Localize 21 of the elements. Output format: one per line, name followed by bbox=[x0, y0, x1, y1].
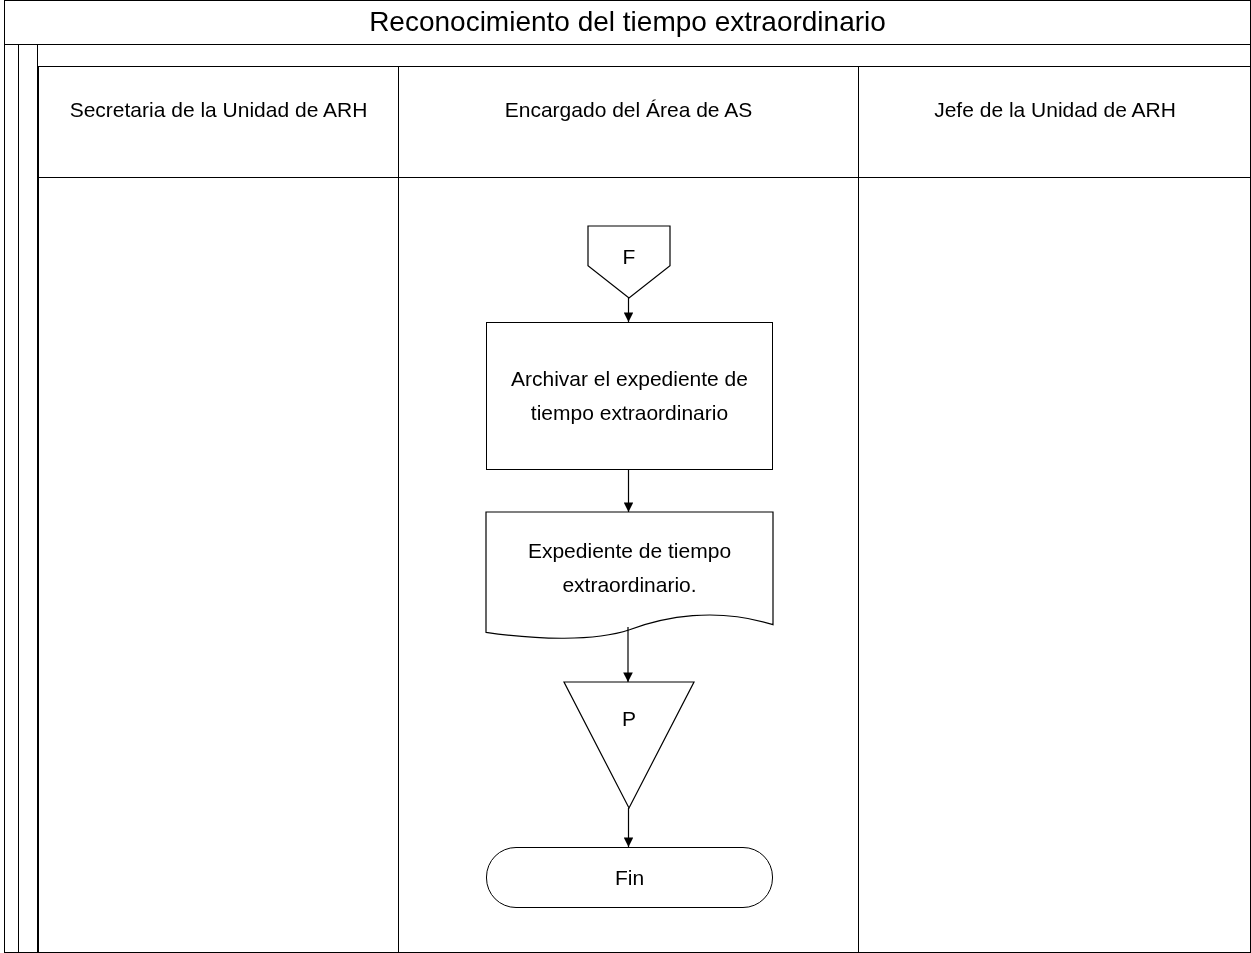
shape-label: P bbox=[621, 706, 637, 732]
arrow bbox=[623, 626, 633, 683]
swimlane bbox=[858, 67, 1251, 953]
diagram-title: Reconocimiento del tiempo extraordinario bbox=[4, 0, 1251, 45]
archive-triangle bbox=[564, 682, 694, 808]
swimlane bbox=[38, 67, 398, 953]
shape-label: Expediente de tiempo extraordinario. bbox=[526, 538, 733, 598]
process-box bbox=[486, 322, 773, 470]
shape-label: F bbox=[621, 244, 637, 270]
document-shape bbox=[486, 512, 773, 640]
lane-header: Encargado del Área de AS bbox=[399, 67, 858, 178]
offpage-connector bbox=[588, 226, 670, 298]
arrow bbox=[623, 807, 634, 848]
swimlane bbox=[398, 67, 858, 953]
arrow bbox=[623, 469, 634, 513]
lane-header: Secretaria de la Unidad de ARH bbox=[39, 67, 398, 178]
arrow bbox=[623, 297, 634, 323]
shape-label: Fin bbox=[613, 864, 646, 891]
shape-label: Archivar el expediente de tiempo extraordinario bbox=[510, 366, 749, 426]
terminator bbox=[486, 847, 773, 908]
lane-header: Jefe de la Unidad de ARH bbox=[859, 67, 1251, 178]
